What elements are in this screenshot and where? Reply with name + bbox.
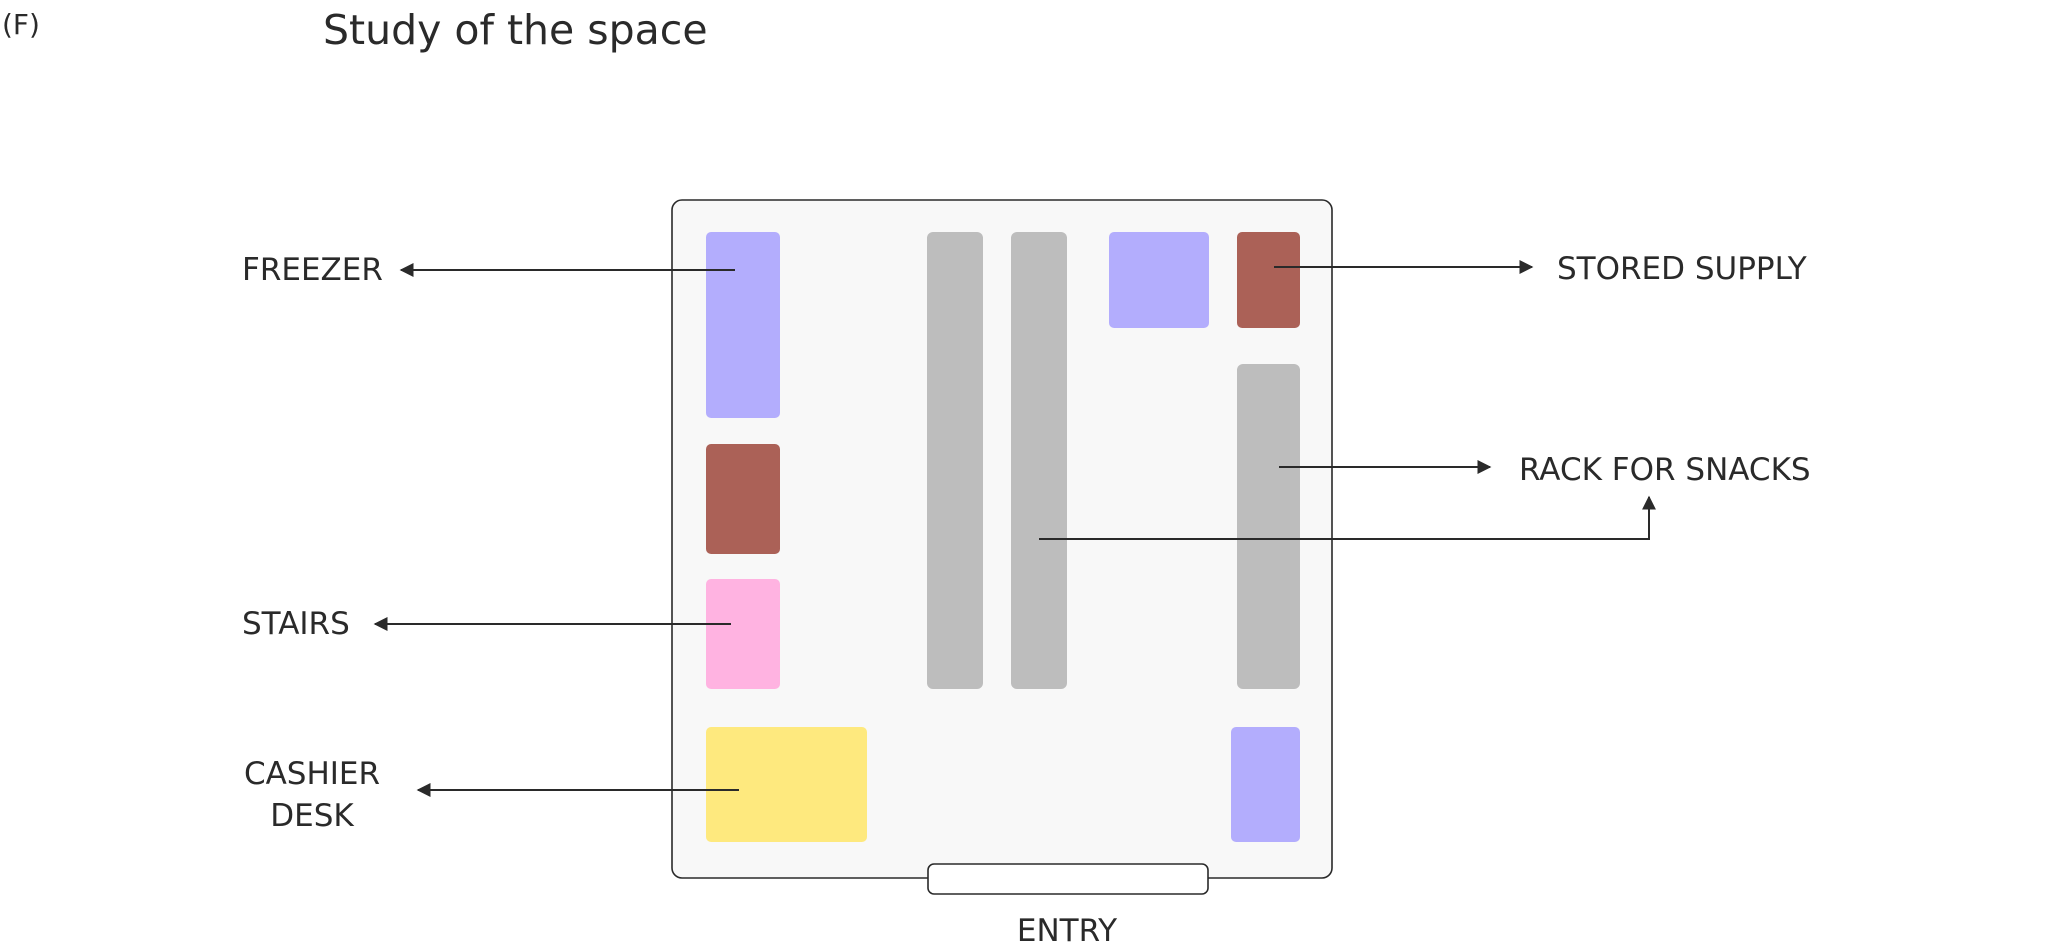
figure-label: (F) — [2, 8, 40, 41]
stairs-label: STAIRS — [242, 606, 350, 642]
cashier-desk-block — [706, 727, 867, 842]
freezer-block-bottom-right — [1231, 727, 1300, 842]
rack-for-snacks-label: RACK FOR SNACKS — [1519, 452, 1811, 488]
cashier-label-line1: CASHIER — [244, 756, 380, 792]
stairs-block — [706, 579, 780, 689]
storage-block-left — [706, 444, 780, 554]
page-title: Study of the space — [323, 6, 708, 54]
freezer-label: FREEZER — [242, 252, 383, 288]
stored-supply-block — [1237, 232, 1300, 328]
freezer-block-left — [706, 232, 780, 418]
rack-center-1 — [927, 232, 983, 689]
stored-supply-label: STORED SUPPLY — [1557, 251, 1807, 287]
freezer-block-top-right — [1109, 232, 1209, 328]
rack-for-snacks-elbow-arrow — [1039, 495, 1656, 540]
entry-door — [927, 863, 1209, 895]
rack-right — [1237, 364, 1300, 689]
entry-label: ENTRY — [1017, 913, 1117, 945]
rack-center-2 — [1011, 232, 1067, 689]
cashier-label-line2: DESK — [270, 798, 354, 834]
